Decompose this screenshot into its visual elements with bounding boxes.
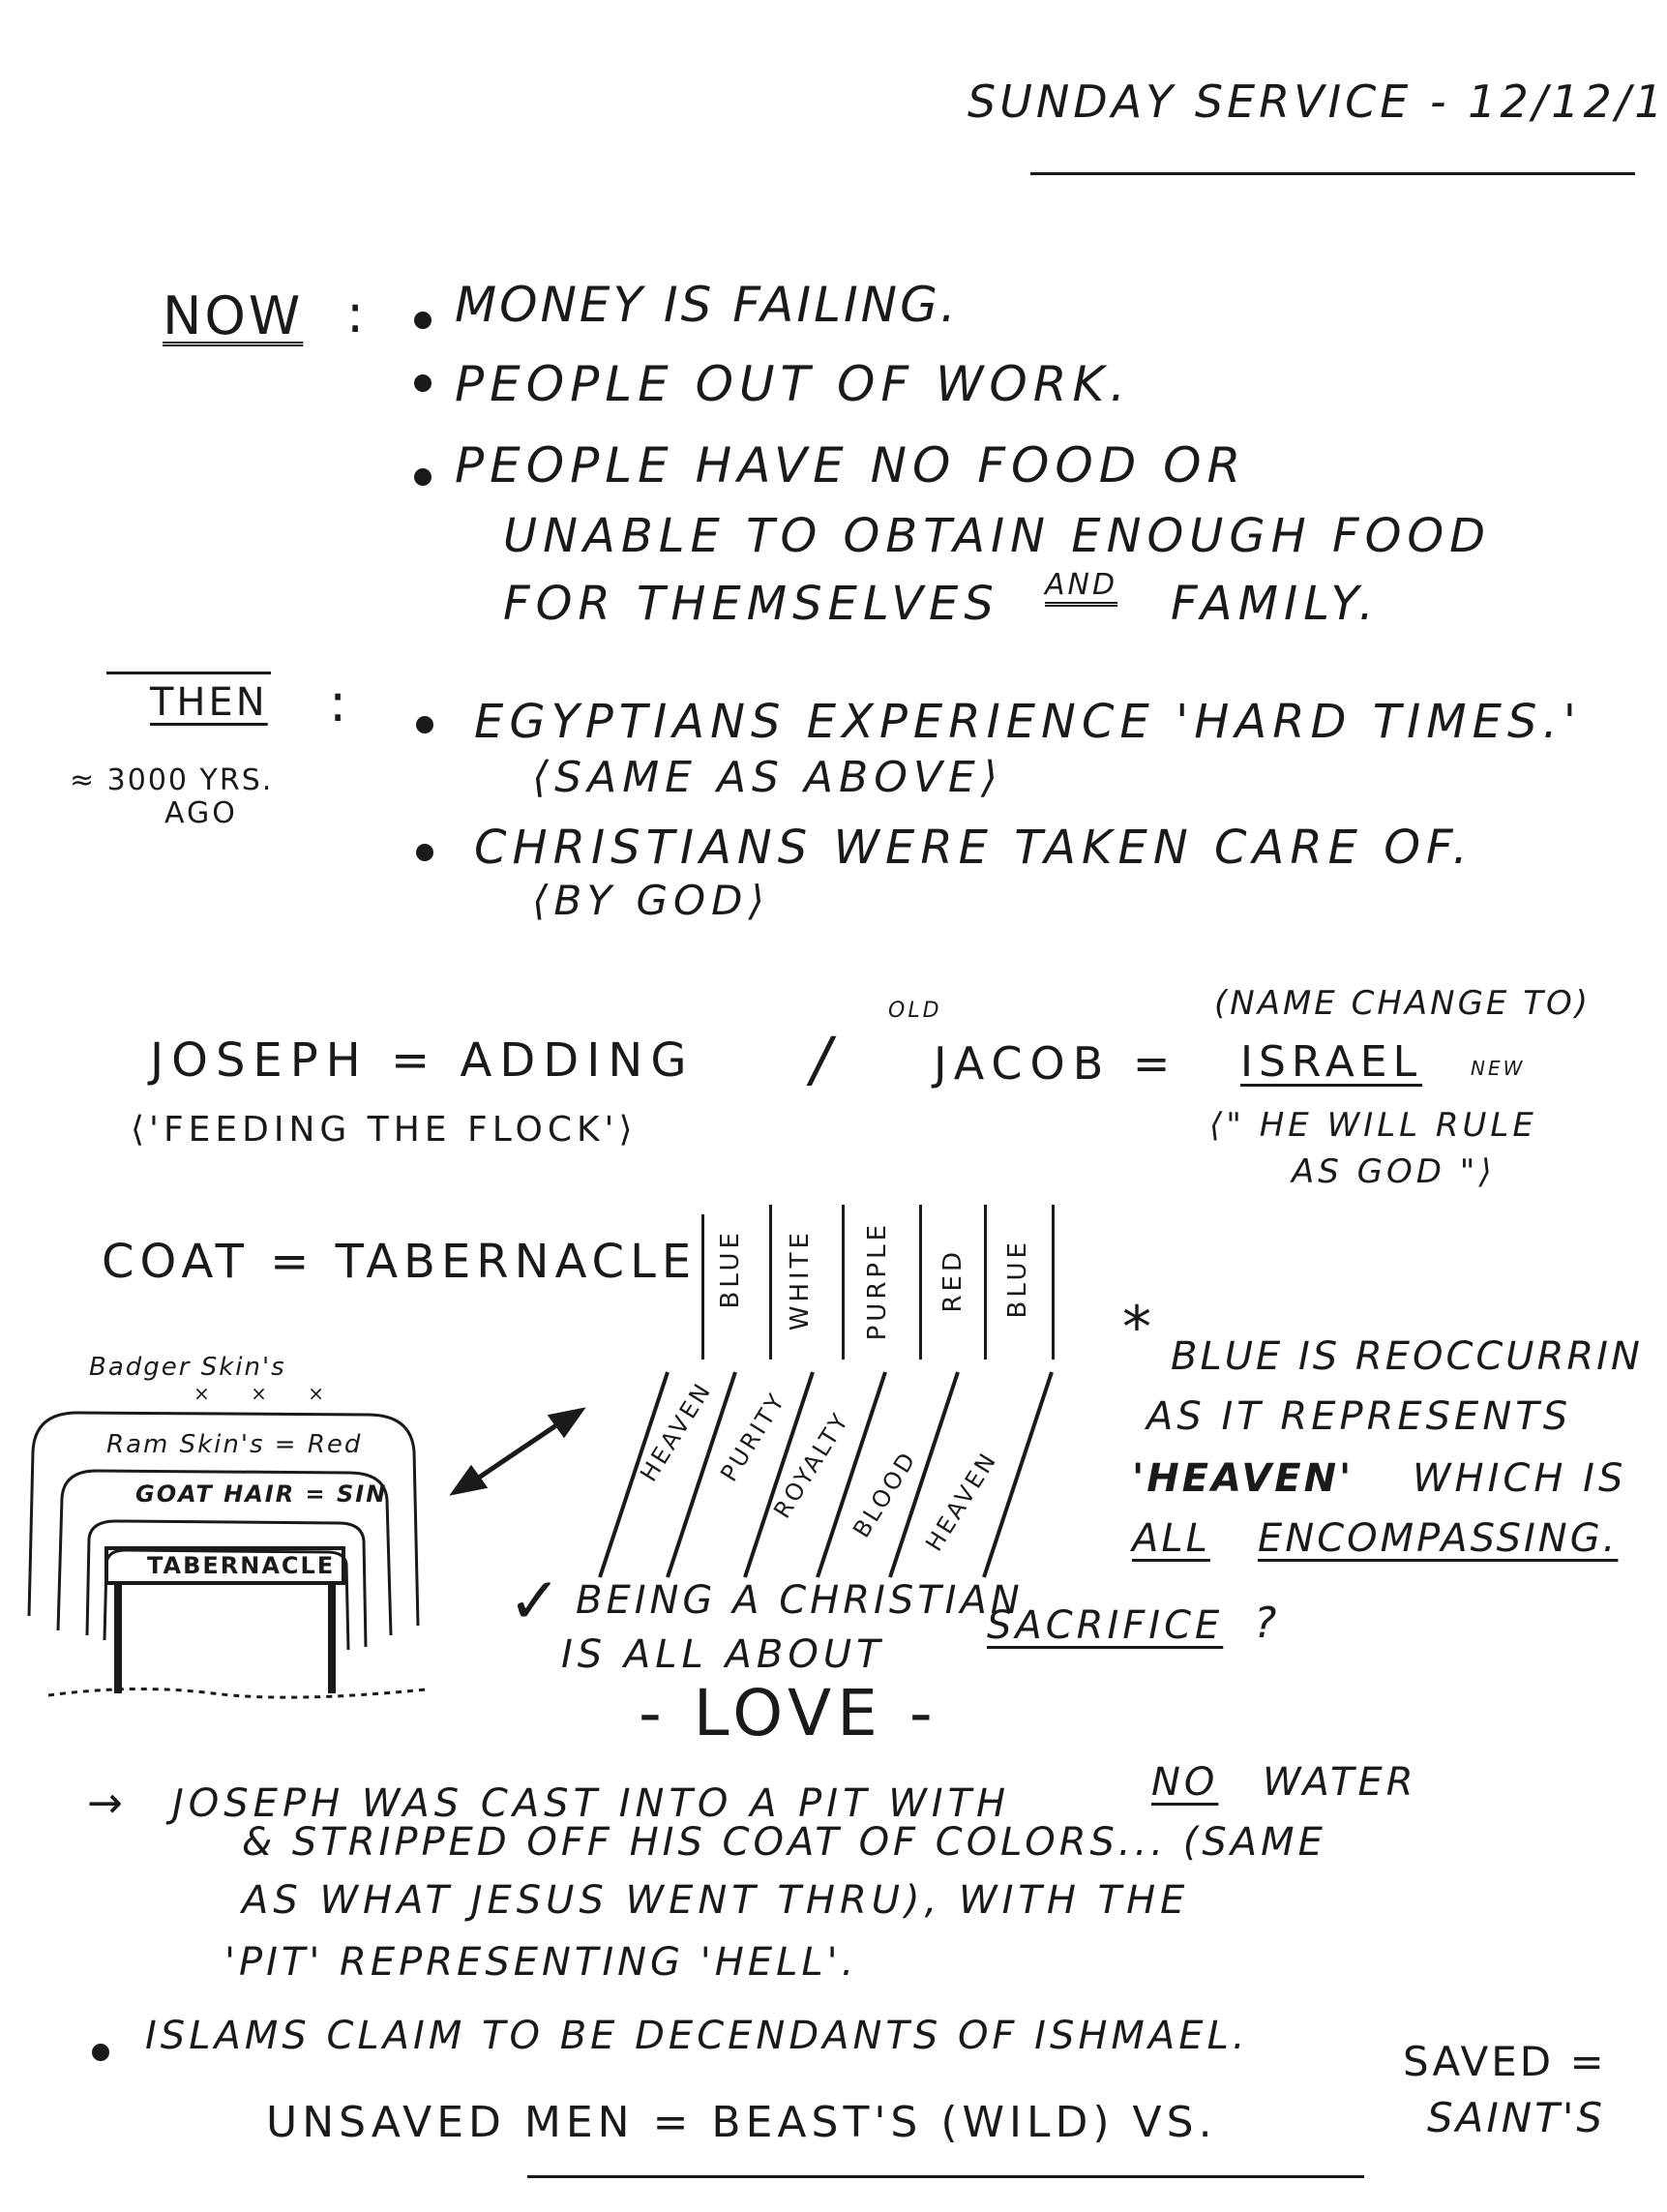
then-item-1: Egyptians Experience 'Hard Times.'	[474, 695, 1582, 749]
tabernacle-drawing	[27, 1411, 427, 1699]
new-tag: new	[1471, 1057, 1526, 1080]
then-item-1-sub: ⟨Same As Above⟩	[532, 753, 1003, 802]
double-arrow-icon	[449, 1407, 586, 1496]
tabernacle-sign: Tabernacle	[147, 1552, 336, 1579]
pit-line-1a: Joseph Was Cast Into A Pit with	[172, 1781, 1011, 1826]
now-item-1: Money Is Failing.	[455, 277, 959, 333]
stripe-divider	[1052, 1205, 1055, 1360]
now-item-3-cont-2a: For Themselves	[503, 577, 999, 631]
then-bullet-1	[416, 716, 433, 733]
joseph-meaning: ⟨'Feeding The Flock'⟩	[131, 1110, 638, 1150]
christian-line-2a: Is All About	[561, 1632, 885, 1677]
israel-meaning-1: ⟨" He Will Rule	[1209, 1106, 1537, 1145]
pit-line-1c: Water	[1263, 1760, 1417, 1805]
then-item-2: Christians Were Taken Care Of.	[474, 821, 1474, 875]
pit-line-2: & Stripped Off His Coat Of Colors... (Sa…	[242, 1820, 1326, 1865]
pit-line-3: As What Jesus Went Thru), With The	[242, 1878, 1190, 1923]
color-purple: Purple	[863, 1221, 892, 1341]
jacob-equation: Jacob =	[934, 1037, 1178, 1090]
coat-equation: Coat = Tabernacle	[102, 1235, 698, 1289]
israel-name: Israel	[1240, 1037, 1423, 1087]
christian-line-2b: Sacrifice	[987, 1603, 1224, 1648]
name-change-note: (Name Change To)	[1214, 984, 1592, 1023]
then-item-2-sub: ⟨By God⟩	[532, 877, 770, 924]
christian-line-2c: ?	[1254, 1599, 1280, 1648]
stripe-divider	[769, 1205, 772, 1360]
asterisk-icon: *	[1122, 1294, 1154, 1361]
love-heading: - LOVE -	[639, 1676, 938, 1750]
ram-skins-label: Ram Skin's = Red	[106, 1430, 363, 1459]
stripe-divider	[919, 1205, 922, 1360]
now-label: Now	[163, 285, 304, 346]
joseph-equation: Joseph = Adding	[150, 1033, 695, 1088]
meaning-slash-bars	[598, 1371, 1054, 1578]
then-overline	[106, 672, 271, 674]
stripe-divider	[984, 1205, 987, 1360]
blue-note-line-2: As It Represents	[1146, 1394, 1572, 1439]
now-bullet-2	[414, 374, 432, 392]
now-item-3-cont-1: Unable To Obtain Enough Food	[503, 509, 1492, 563]
christian-line-1: Being A Christian	[576, 1578, 1024, 1623]
goat-hair-label: Goat Hair = Sin	[135, 1480, 388, 1508]
then-ago: ago	[164, 796, 238, 830]
old-tag: old	[888, 999, 942, 1023]
page-title: Sunday Service - 12/12/1	[967, 75, 1667, 128]
color-white: White	[786, 1229, 815, 1331]
saved-top: Saved =	[1403, 2038, 1607, 2085]
now-item-3: People Have NO Food or	[455, 437, 1247, 493]
then-bullet-2	[416, 844, 433, 861]
then-colon: :	[329, 673, 350, 733]
stripe-divider	[842, 1205, 845, 1360]
coat-color-stripes	[701, 1205, 1055, 1360]
blue-note-line-4a: All	[1132, 1516, 1210, 1561]
now-colon: :	[346, 284, 368, 344]
saved-bottom: Saint's	[1427, 2094, 1606, 2141]
badger-skins-label: Badger Skin's	[89, 1353, 286, 1382]
then-years: ≈ 3000 yrs.	[70, 763, 274, 797]
badger-x-marks: × × ×	[193, 1382, 342, 1405]
check-icon: ✓	[508, 1564, 565, 1638]
islam-bullet	[92, 2044, 109, 2061]
then-label: Then	[150, 680, 268, 725]
color-blue-2: Blue	[1003, 1239, 1032, 1319]
now-item-3-cont-2c: Family.	[1171, 577, 1380, 631]
israel-meaning-2: As God "⟩	[1292, 1152, 1496, 1191]
now-item-2: People Out Of Work.	[455, 356, 1132, 412]
blue-note-line-3a: 'Heaven'	[1132, 1456, 1354, 1501]
title-underline	[1030, 172, 1635, 175]
color-red: Red	[938, 1248, 967, 1313]
bottom-rule	[527, 2175, 1364, 2178]
now-item-3-cont-2b: and	[1045, 568, 1118, 602]
islam-line: Islams Claim To Be Decendants Of Ishmael…	[145, 2014, 1249, 2058]
stripe-divider	[701, 1214, 704, 1360]
names-slash: /	[811, 1024, 834, 1094]
now-bullet-3	[414, 468, 432, 486]
arrow-right-icon: →	[87, 1779, 126, 1828]
blue-note-line-4b: Encompassing.	[1258, 1516, 1619, 1561]
unsaved-line: Unsaved Men = Beast's (wild) vs.	[266, 2098, 1217, 2147]
blue-note-line-1: Blue Is Reoccurrin	[1171, 1334, 1643, 1379]
color-blue-1: Blue	[716, 1229, 745, 1309]
pit-line-4: 'Pit' Representing 'Hell'.	[224, 1940, 858, 1985]
blue-note-line-3b: Which Is	[1413, 1456, 1627, 1501]
now-bullet-1	[414, 312, 432, 329]
pit-line-1b: NO	[1151, 1760, 1219, 1805]
